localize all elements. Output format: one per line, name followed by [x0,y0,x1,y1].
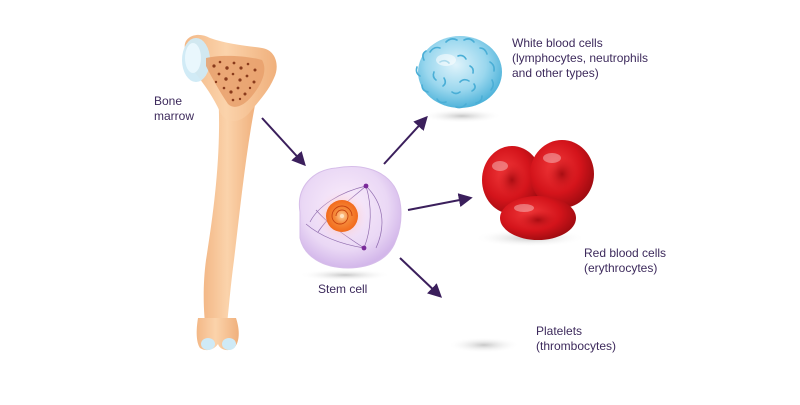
white-blood-cell-icon [415,36,502,123]
femur-bone-icon [182,34,277,351]
stem-cell-label: Stem cell [318,282,368,296]
white-blood-cells-label: White blood cells (lymphocytes, neutroph… [512,36,649,80]
marrow-dots [212,60,257,102]
red-blood-cells-label: Red blood cells (erythrocytes) [584,246,667,275]
arrow-stem-to-red [407,193,473,211]
bone-marrow-label: Bone marrow [154,94,195,123]
arrow-bone-to-stem [261,117,306,167]
red-blood-cells-icon [474,140,594,247]
arrow-stem-to-white [383,115,428,165]
stem-cell-icon [298,166,402,281]
platelets-label: Platelets (thrombocytes) [536,324,617,353]
arrow-stem-to-platelets [399,257,443,298]
platelet-shadow-icon [448,337,520,353]
